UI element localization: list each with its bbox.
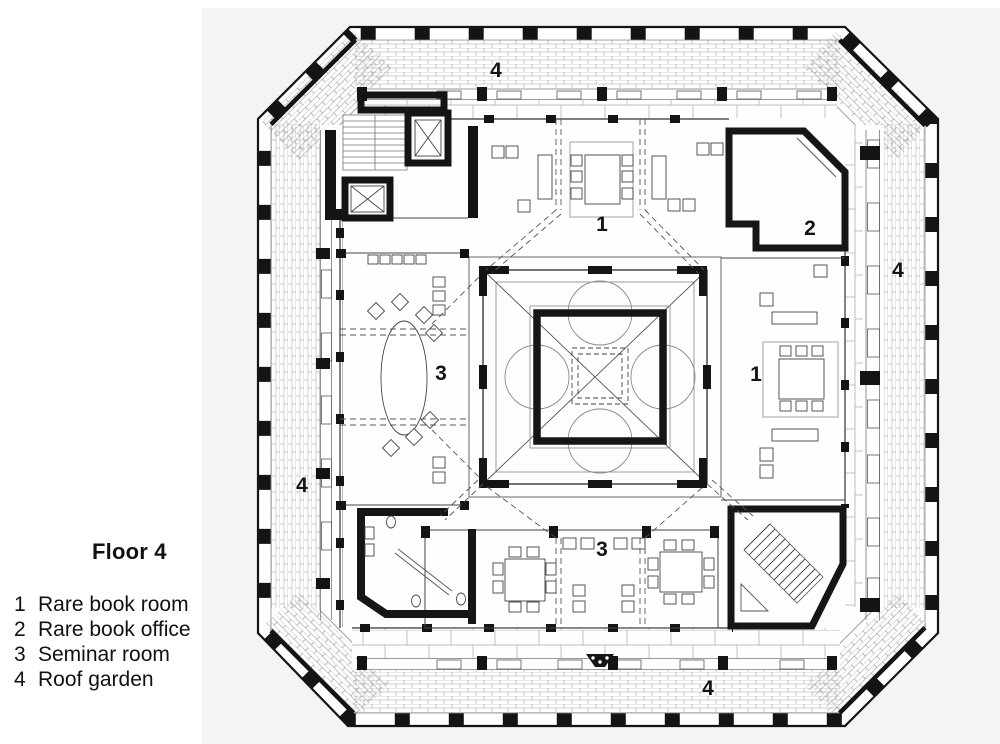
legend-item: 4 Roof garden [14, 667, 191, 692]
label-roof-garden-bottom: 4 [702, 677, 714, 700]
legend-item-number: 4 [14, 668, 26, 691]
furniture-rare-book-top [491, 141, 724, 218]
stair-room-br [727, 505, 847, 630]
central-atrium [479, 266, 711, 488]
atrium-corner-marks [479, 266, 711, 488]
partition-door-stubs [336, 249, 719, 538]
furniture [366, 141, 839, 613]
legend-item-label: Rare book room [38, 593, 189, 616]
furniture-rare-book-right [759, 264, 839, 479]
legend-item-label: Rare book office [38, 618, 191, 641]
legend-item-number: 2 [14, 618, 26, 641]
legend-item-label: Roof garden [38, 668, 154, 691]
entry-marker [586, 654, 614, 667]
parapet-posts-left [316, 248, 330, 589]
skylight-dashed-squares [571, 347, 629, 405]
furniture-seminar-left [366, 254, 446, 484]
elevator-shaft-2 [341, 176, 394, 222]
elevator-shaft-1 [404, 109, 452, 167]
parapet-posts-bottom [357, 656, 837, 670]
label-seminar-bottom: 3 [596, 538, 608, 561]
legend-item-number: 1 [14, 593, 26, 616]
parapet-posts-right [860, 146, 880, 612]
label-roof-garden-top: 4 [490, 59, 502, 82]
room-number-labels: 4 4 4 4 1 1 2 3 3 [296, 59, 904, 700]
legend-item: 2 Rare book office [14, 617, 191, 642]
legend-items: 1 Rare book room 2 Rare book office 3 Se… [14, 592, 191, 692]
label-rare-book-right: 1 [750, 363, 762, 386]
legend-item: 1 Rare book room [14, 592, 191, 617]
roof-garden-ring [262, 31, 928, 716]
planter-boxes-top [436, 90, 822, 100]
atrium-corridor [468, 256, 722, 498]
rare-book-office-walls [725, 127, 849, 252]
skylight-opening [533, 309, 667, 445]
diagonal-stair-treads [743, 523, 821, 601]
chamfer-walls [269, 38, 927, 715]
label-roof-garden-left: 4 [296, 474, 308, 497]
label-rare-book-top: 1 [596, 213, 608, 236]
label-rare-book-office: 2 [804, 217, 816, 240]
toilet-fixtures [364, 515, 466, 608]
elevator-stair-core [325, 91, 478, 222]
legend-item-number: 3 [14, 643, 26, 666]
furniture-seminar-bottom [492, 537, 715, 613]
legend: Floor 4 1 Rare book room 2 Rare book off… [0, 0, 230, 744]
legend-item: 3 Seminar room [14, 642, 191, 667]
legend-item-label: Seminar room [38, 643, 170, 666]
interior-partitions [336, 217, 845, 629]
legend-title: Floor 4 [92, 539, 167, 564]
stair-flight [342, 114, 408, 171]
label-roof-garden-right: 4 [892, 259, 904, 282]
outer-parapet [256, 25, 940, 728]
label-seminar-left: 3 [435, 362, 447, 385]
restroom-block [357, 508, 476, 624]
dashed-sightlines [340, 119, 754, 626]
vestibule-wall [468, 126, 478, 218]
